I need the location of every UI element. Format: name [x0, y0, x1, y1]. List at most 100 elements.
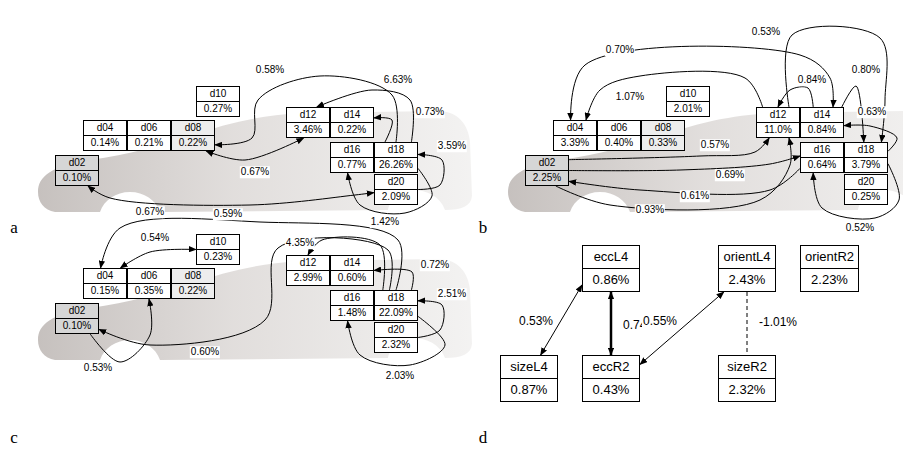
cell-box: d060.21%: [127, 120, 171, 151]
cell-box: orientL42.43%: [718, 245, 776, 292]
cell-value: 0.15%: [84, 283, 126, 298]
cell-box: orientR22.23%: [800, 245, 859, 292]
cell-name: d04: [554, 121, 596, 135]
panel-letter: a: [10, 218, 18, 238]
panel-letter: b: [479, 218, 488, 238]
transition-arrow: [90, 299, 152, 362]
cell-value: 0.60%: [331, 270, 373, 285]
edge-label: 0.58%: [255, 64, 285, 76]
cell-box: d080.33%: [641, 120, 685, 151]
cell-box: d040.14%: [83, 120, 127, 151]
transition-arrow: [101, 218, 402, 290]
cell-box: d043.39%: [553, 120, 597, 151]
cell-name: sizeR2: [719, 356, 775, 378]
cell-name: d16: [331, 291, 373, 305]
cell-name: d14: [331, 108, 373, 122]
transition-arrow: [747, 292, 748, 355]
cell-name: d06: [128, 121, 170, 135]
cell-box: d060.40%: [597, 120, 641, 151]
cell-name: d06: [128, 269, 170, 283]
cell-name: d12: [757, 108, 799, 122]
edge-label: 0.53%: [518, 315, 554, 329]
cell-value: 0.35%: [128, 283, 170, 298]
edge-label: 0.73%: [415, 106, 445, 118]
cell-name: eccR2: [583, 356, 639, 378]
cell-box: d122.99%: [286, 255, 330, 286]
cell-value: 2.09%: [375, 189, 417, 204]
cell-name: d16: [801, 143, 843, 157]
cell-value: 2.43%: [719, 268, 775, 291]
cell-box: sizeL40.87%: [500, 355, 558, 402]
cell-name: d20: [845, 175, 887, 189]
cell-box: d060.35%: [127, 268, 171, 299]
cell-name: d12: [287, 256, 329, 270]
cell-name: d02: [56, 156, 98, 170]
cell-value: 2.25%: [526, 170, 568, 185]
cell-value: 3.46%: [287, 122, 329, 137]
cell-box: d020.10%: [55, 303, 99, 334]
edge-label: 0.63%: [857, 106, 887, 118]
cell-name: d06: [598, 121, 640, 135]
edge-label: 1.42%: [370, 216, 400, 228]
cell-name: d02: [526, 156, 568, 170]
cell-value: 0.33%: [642, 135, 684, 150]
transition-arrow: [88, 186, 374, 205]
cell-name: d10: [197, 87, 239, 101]
edge-label: 0.61%: [680, 190, 710, 202]
transition-arrow: [206, 138, 303, 160]
cell-value: 0.23%: [197, 249, 239, 264]
transition-arrow: [778, 87, 813, 107]
edge-label: 2.51%: [437, 288, 467, 300]
cell-name: d16: [331, 143, 373, 157]
transition-arrow: [317, 90, 414, 142]
edge-label: 0.72%: [420, 259, 450, 271]
transition-arrow: [569, 156, 800, 171]
transition-arrow: [348, 168, 433, 214]
transition-arrow: [785, 26, 887, 142]
panel-letter: c: [10, 428, 18, 448]
cell-box: d080.22%: [171, 120, 215, 151]
edge-label: 0.60%: [190, 346, 220, 358]
edge-label: 0.52%: [845, 222, 875, 234]
cell-name: d20: [375, 323, 417, 337]
cell-name: d08: [172, 121, 214, 135]
cell-value: 2.99%: [287, 270, 329, 285]
cell-name: d02: [56, 304, 98, 318]
cell-value: 0.43%: [583, 378, 639, 401]
edge-label: -1.01%: [758, 316, 798, 330]
cell-box: d1822.09%: [374, 290, 418, 321]
cell-name: d08: [172, 269, 214, 283]
cell-box: d102.01%: [666, 86, 710, 117]
cell-box: d202.09%: [374, 174, 418, 205]
cell-value: 22.09%: [375, 305, 417, 320]
cell-name: d18: [375, 143, 417, 157]
cell-box: eccR20.43%: [582, 355, 640, 402]
cell-box: d1826.26%: [374, 142, 418, 173]
cell-value: 11.0%: [757, 122, 799, 137]
cell-name: d14: [331, 256, 373, 270]
edge-label: 0.69%: [715, 169, 745, 181]
transition-arrow: [586, 71, 763, 120]
cell-box: d020.10%: [55, 155, 99, 186]
cell-value: 0.64%: [801, 157, 843, 172]
cell-box: d200.25%: [844, 174, 888, 205]
cell-box: d160.64%: [800, 142, 844, 173]
edge-label: 3.59%: [437, 140, 467, 152]
edge-label: 6.63%: [383, 74, 413, 86]
cell-name: sizeL4: [501, 356, 557, 378]
cell-box: d202.32%: [374, 322, 418, 353]
cell-value: 0.86%: [583, 268, 639, 291]
cell-value: 0.10%: [56, 318, 98, 333]
edge-label: 0.93%: [635, 204, 665, 216]
cell-name: d10: [667, 87, 709, 101]
cell-value: 3.79%: [845, 157, 887, 172]
cell-value: 1.48%: [331, 305, 373, 320]
edge-label: 0.67%: [135, 206, 165, 218]
cell-box: sizeR22.32%: [718, 355, 776, 402]
cell-value: 2.01%: [667, 101, 709, 116]
cell-value: 0.87%: [501, 378, 557, 401]
cell-value: 0.84%: [801, 122, 843, 137]
cell-value: 2.32%: [375, 337, 417, 352]
cell-box: d080.22%: [171, 268, 215, 299]
